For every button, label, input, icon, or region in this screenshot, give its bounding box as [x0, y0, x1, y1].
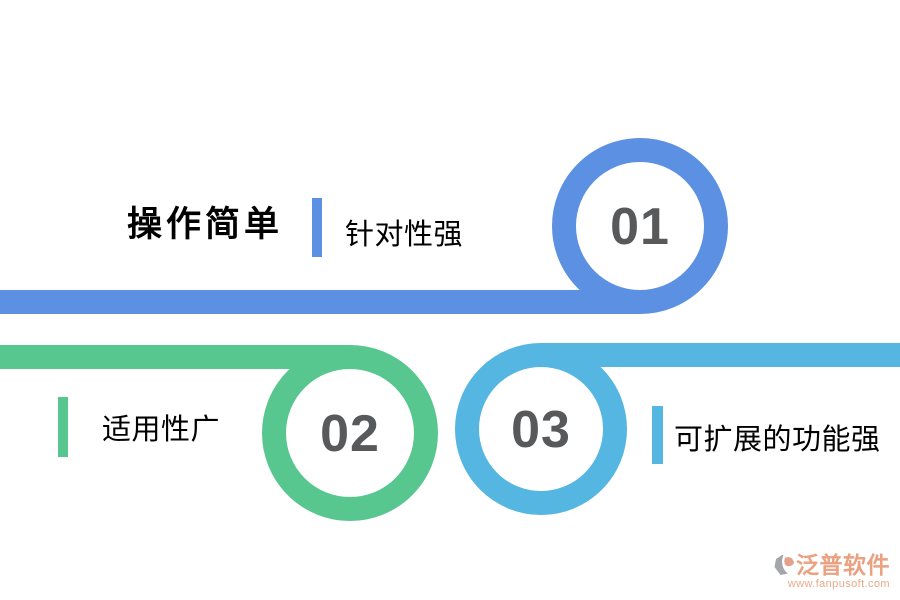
label-item-01: 针对性强	[345, 219, 464, 251]
number-badge-01: 01	[610, 198, 670, 256]
number-badge-03: 03	[511, 401, 571, 459]
loop-line-01	[0, 137, 728, 314]
accent-bar-02	[58, 397, 68, 457]
brand-url: www.fanpusoft.com	[787, 578, 890, 590]
headline-item-01: 操作简单	[127, 205, 284, 244]
label-item-02: 适用性广	[102, 414, 221, 446]
loop-line-02	[0, 345, 438, 522]
brand-footer: 泛普软件 www.fanpusoft.com	[750, 554, 890, 590]
fanpu-logo-icon	[774, 555, 794, 575]
label-item-03: 可扩展的功能强	[674, 424, 881, 456]
loop-line-03	[455, 343, 900, 516]
accent-bar-03	[652, 406, 663, 464]
accent-bar-01	[312, 198, 322, 257]
brand-row: 泛普软件	[750, 554, 890, 577]
brand-name: 泛普软件	[796, 552, 890, 578]
number-badge-02: 02	[320, 405, 380, 463]
